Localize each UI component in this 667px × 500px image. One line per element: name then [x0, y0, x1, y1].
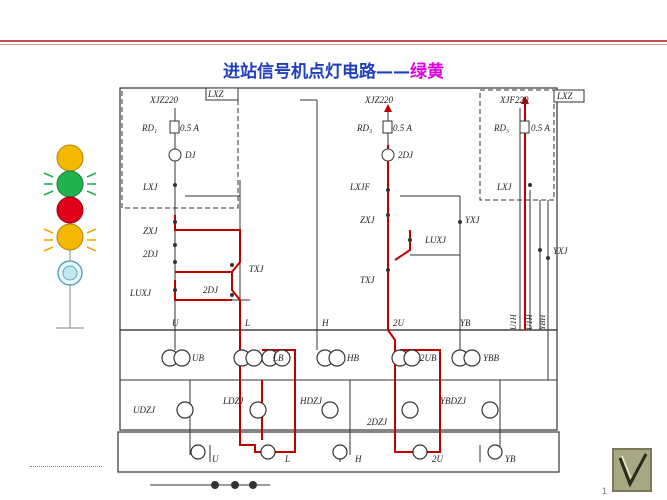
label-term-2u: 2U	[393, 318, 405, 328]
label-2dj: 2DJ	[398, 150, 414, 160]
label-term-h: H	[321, 318, 329, 328]
label-lamp-yb: YB	[505, 454, 516, 464]
label-hdzj: HDZJ	[299, 396, 323, 406]
label-2dzj: 2DZJ	[367, 417, 388, 427]
label-yxj: YXJ	[465, 215, 481, 225]
label-fuse-1: 0.5 A	[180, 123, 199, 133]
label-zxj: ZXJ	[143, 226, 159, 236]
label-rd5: RD₅	[493, 123, 509, 133]
label-term-l: L	[244, 318, 250, 328]
lxz-right-box	[479, 89, 555, 201]
label-ybdzj: YBDZJ	[440, 396, 467, 406]
bottom-yellow-lamp-icon	[56, 223, 84, 251]
label-2ub: 2UB	[420, 353, 437, 363]
signal-mast-icon	[43, 144, 97, 329]
label-lxjf: LXJF	[349, 182, 370, 192]
label-udzj: UDZJ	[133, 405, 156, 415]
label-term-yb: YB	[460, 318, 471, 328]
title-main: 进站信号机点灯电路——	[223, 62, 410, 82]
label-2dj-left: 2DJ	[143, 249, 159, 259]
red-lamp-icon	[56, 196, 84, 224]
energized-path	[174, 100, 526, 453]
label-cable-3: YBH	[538, 314, 547, 330]
label-xjz-mid: XJZ220	[364, 95, 393, 105]
label-2dj-lower: 2DJ	[203, 285, 219, 295]
lamp-frame	[117, 431, 560, 473]
label-fuse-5: 0.5 A	[531, 123, 550, 133]
label-ub: UB	[192, 353, 204, 363]
checkmark-logo-icon	[612, 448, 652, 492]
page-number: 1	[602, 486, 608, 496]
label-txj: TXJ	[249, 264, 265, 274]
label-zxj-mid: ZXJ	[360, 215, 376, 225]
label-lamp-u: U	[212, 454, 219, 464]
top-yellow-lamp-icon	[56, 144, 84, 172]
label-cable-1: U1H	[509, 313, 518, 330]
label-rd3: RD₃	[356, 123, 372, 133]
label-lb: LB	[272, 353, 284, 363]
page-title: 进站信号机点灯电路——绿黄	[0, 57, 667, 82]
label-lamp-l: L	[284, 454, 290, 464]
footer-dotted-rule	[30, 466, 102, 467]
title-highlight: 绿黄	[410, 62, 444, 82]
label-xjz-left: XJZ220	[149, 95, 178, 105]
green-lamp-icon	[56, 170, 84, 198]
label-term-u: U	[172, 318, 179, 328]
fuse-rd1	[169, 120, 180, 134]
label-lxz-left: LXZ	[207, 89, 225, 99]
label-lamp-h: H	[354, 454, 362, 464]
green-lamp-rays-icon	[43, 172, 97, 196]
bottom-legend-symbol	[150, 481, 270, 489]
label-xjf-right: XJF220	[499, 95, 529, 105]
dj2-relay	[381, 148, 395, 162]
label-luxj-mid: LUXJ	[424, 235, 447, 245]
label-yxj-right: YXJ	[553, 246, 569, 256]
label-lxz-right: LXZ	[556, 91, 574, 101]
fuse-rd3	[382, 120, 393, 134]
label-lxj-right: LXJ	[496, 182, 513, 192]
label-lxj: LXJ	[142, 182, 159, 192]
header-rule	[0, 40, 667, 42]
label-lamp-2u: 2U	[432, 454, 444, 464]
label-cable-2: U1H	[525, 313, 534, 330]
label-luxj: LUXJ	[129, 288, 152, 298]
fuse-rd5	[519, 120, 530, 134]
label-txj-mid: TXJ	[360, 275, 376, 285]
dj-relay	[168, 148, 182, 162]
label-ybb: YBB	[483, 353, 500, 363]
label-ldzj: LDZJ	[222, 396, 245, 406]
label-fuse-3: 0.5 A	[393, 123, 412, 133]
yellow-lamp-rays-icon	[43, 228, 97, 252]
label-rd1: RD₁	[141, 123, 157, 133]
lxz-left-box	[121, 87, 239, 209]
label-hb: HB	[346, 353, 359, 363]
label-dj: DJ	[184, 150, 196, 160]
header-rule-thin	[0, 44, 667, 45]
